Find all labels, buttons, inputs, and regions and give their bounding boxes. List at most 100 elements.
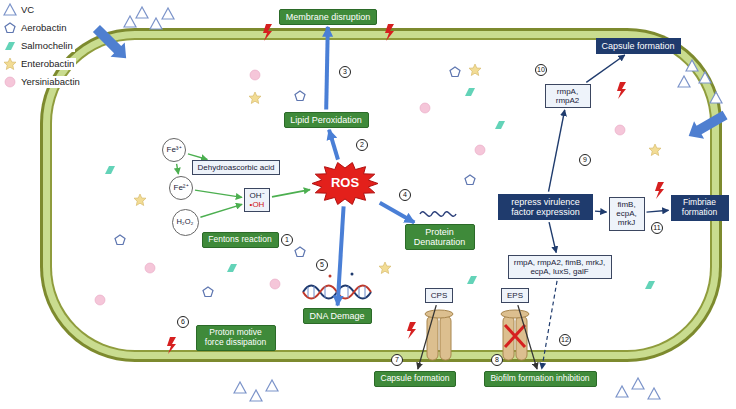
process-box: Fentons reaction: [202, 232, 279, 248]
ros-burst: ROS: [312, 162, 378, 205]
radical-box: OH⁻•OH: [244, 188, 270, 212]
connector: [380, 203, 415, 223]
aerobactin: [115, 67, 475, 297]
block-cross: [505, 325, 525, 347]
effect-box: Membrane disruption: [279, 9, 377, 25]
aerobactin: [295, 91, 305, 101]
block-cross: [505, 325, 525, 347]
effect-box: Biofilm formation inhibition: [484, 371, 597, 387]
callout-number: 1: [281, 234, 293, 246]
uptake-arrow: [684, 106, 730, 144]
node-text: Fe²⁺: [174, 183, 189, 192]
connector: [418, 305, 436, 369]
legend-text: Salmochelin: [19, 40, 75, 52]
connector: [518, 305, 537, 369]
cps-transporter: [425, 310, 453, 318]
effect-box: DNA Demage: [303, 308, 372, 324]
legend-text: Aerobactin: [19, 22, 68, 34]
regulation-box: repress virulence factor expression: [498, 194, 593, 221]
vc-molecule: [250, 390, 262, 401]
dna-helix: [308, 287, 309, 297]
node-text: ROS: [330, 176, 360, 191]
cell-membrane: [40, 28, 722, 362]
node-text: rmpA, rmpA2: [550, 87, 586, 105]
node-text: Lipid Peroxidation: [290, 115, 363, 125]
yersiniabactin: [145, 263, 155, 273]
connector: [595, 210, 607, 212]
legend-symbol: [5, 23, 15, 33]
callout-number: 7: [391, 354, 403, 366]
callout-number: 8: [491, 354, 503, 366]
damage-bolt: [655, 182, 664, 199]
outcome-box: Fimbriae formation: [671, 195, 729, 221]
outcome-box: Capsule formation: [596, 38, 681, 54]
vc-molecule: [124, 16, 136, 27]
connector: [338, 206, 344, 305]
salmochelin: [105, 88, 655, 289]
vc-molecule: [234, 382, 246, 393]
uptake-arrow: [684, 106, 730, 144]
node-text: Proton motive force dissipation: [202, 328, 270, 348]
enterobactin: [134, 64, 661, 274]
dna-helix: [329, 275, 332, 278]
salmochelin: [645, 281, 655, 289]
vc-molecule: [678, 76, 690, 87]
legend-symbol: [4, 58, 16, 70]
protein-strand: [420, 212, 456, 217]
yersiniabactin: [420, 103, 430, 113]
node-text: CPS: [430, 291, 448, 300]
connector: [646, 210, 668, 212]
yersiniabactin: [615, 125, 625, 135]
enterobactin: [379, 262, 391, 274]
vc-molecule: [632, 378, 644, 389]
callout-number: 3: [339, 66, 351, 78]
damage-bolt: [167, 24, 664, 354]
legend-symbol: [5, 77, 15, 87]
dna-helix: [351, 273, 354, 276]
vc-molecule: [616, 386, 628, 397]
connector: [200, 204, 242, 217]
gene-box: rmpA, rmpA2: [545, 84, 591, 108]
salmochelin: [227, 264, 237, 272]
effect-box: Protein Denaturation: [405, 224, 475, 251]
cps-transporter: [427, 316, 438, 360]
damage-bolt: [617, 82, 626, 99]
ros-burst-outline: [312, 162, 378, 204]
cps-transporter: [425, 310, 453, 360]
ion-circle: Fe²⁺: [169, 176, 193, 200]
vc-molecule: [136, 7, 148, 18]
connector: [549, 222, 556, 252]
node-text: DNA Demage: [309, 311, 366, 321]
legend-text: VC: [19, 4, 36, 16]
cell-membrane: [50, 38, 712, 352]
uptake-arrow: [89, 21, 730, 144]
ion-circle: Fe³⁺: [162, 138, 186, 162]
node-text: Dehydroascorbic acid: [197, 163, 275, 172]
uptake-arrow: [89, 21, 133, 65]
salmochelin: [465, 88, 475, 96]
salmochelin: [467, 276, 477, 284]
cell-membrane: [43, 31, 719, 359]
connector: [326, 27, 328, 110]
damage-bolt: [263, 24, 272, 41]
dna-helix: [365, 286, 366, 298]
cell-membrane: [52, 40, 710, 350]
yersiniabactin: [95, 70, 625, 305]
block-cross: [505, 325, 525, 347]
node-text: Fentons reaction: [208, 235, 273, 245]
node-text: Protein Denaturation: [411, 227, 469, 248]
enterobactin: [649, 144, 661, 156]
vc-molecule: [648, 388, 660, 399]
vc-molecule: [699, 72, 711, 83]
legend-symbol: [4, 4, 16, 15]
connector: [329, 130, 338, 160]
node-text: Fimbriae formation: [676, 198, 724, 218]
connector: [272, 190, 310, 197]
node-text: repress virulence factor expression: [503, 197, 588, 218]
molecule-circle: H₂O₂: [172, 209, 199, 236]
aerobactin: [465, 175, 475, 185]
node-text: Membrane disruption: [285, 12, 371, 22]
enterobactin: [249, 92, 261, 104]
node-text: Biofilm formation inhibition: [490, 374, 591, 384]
